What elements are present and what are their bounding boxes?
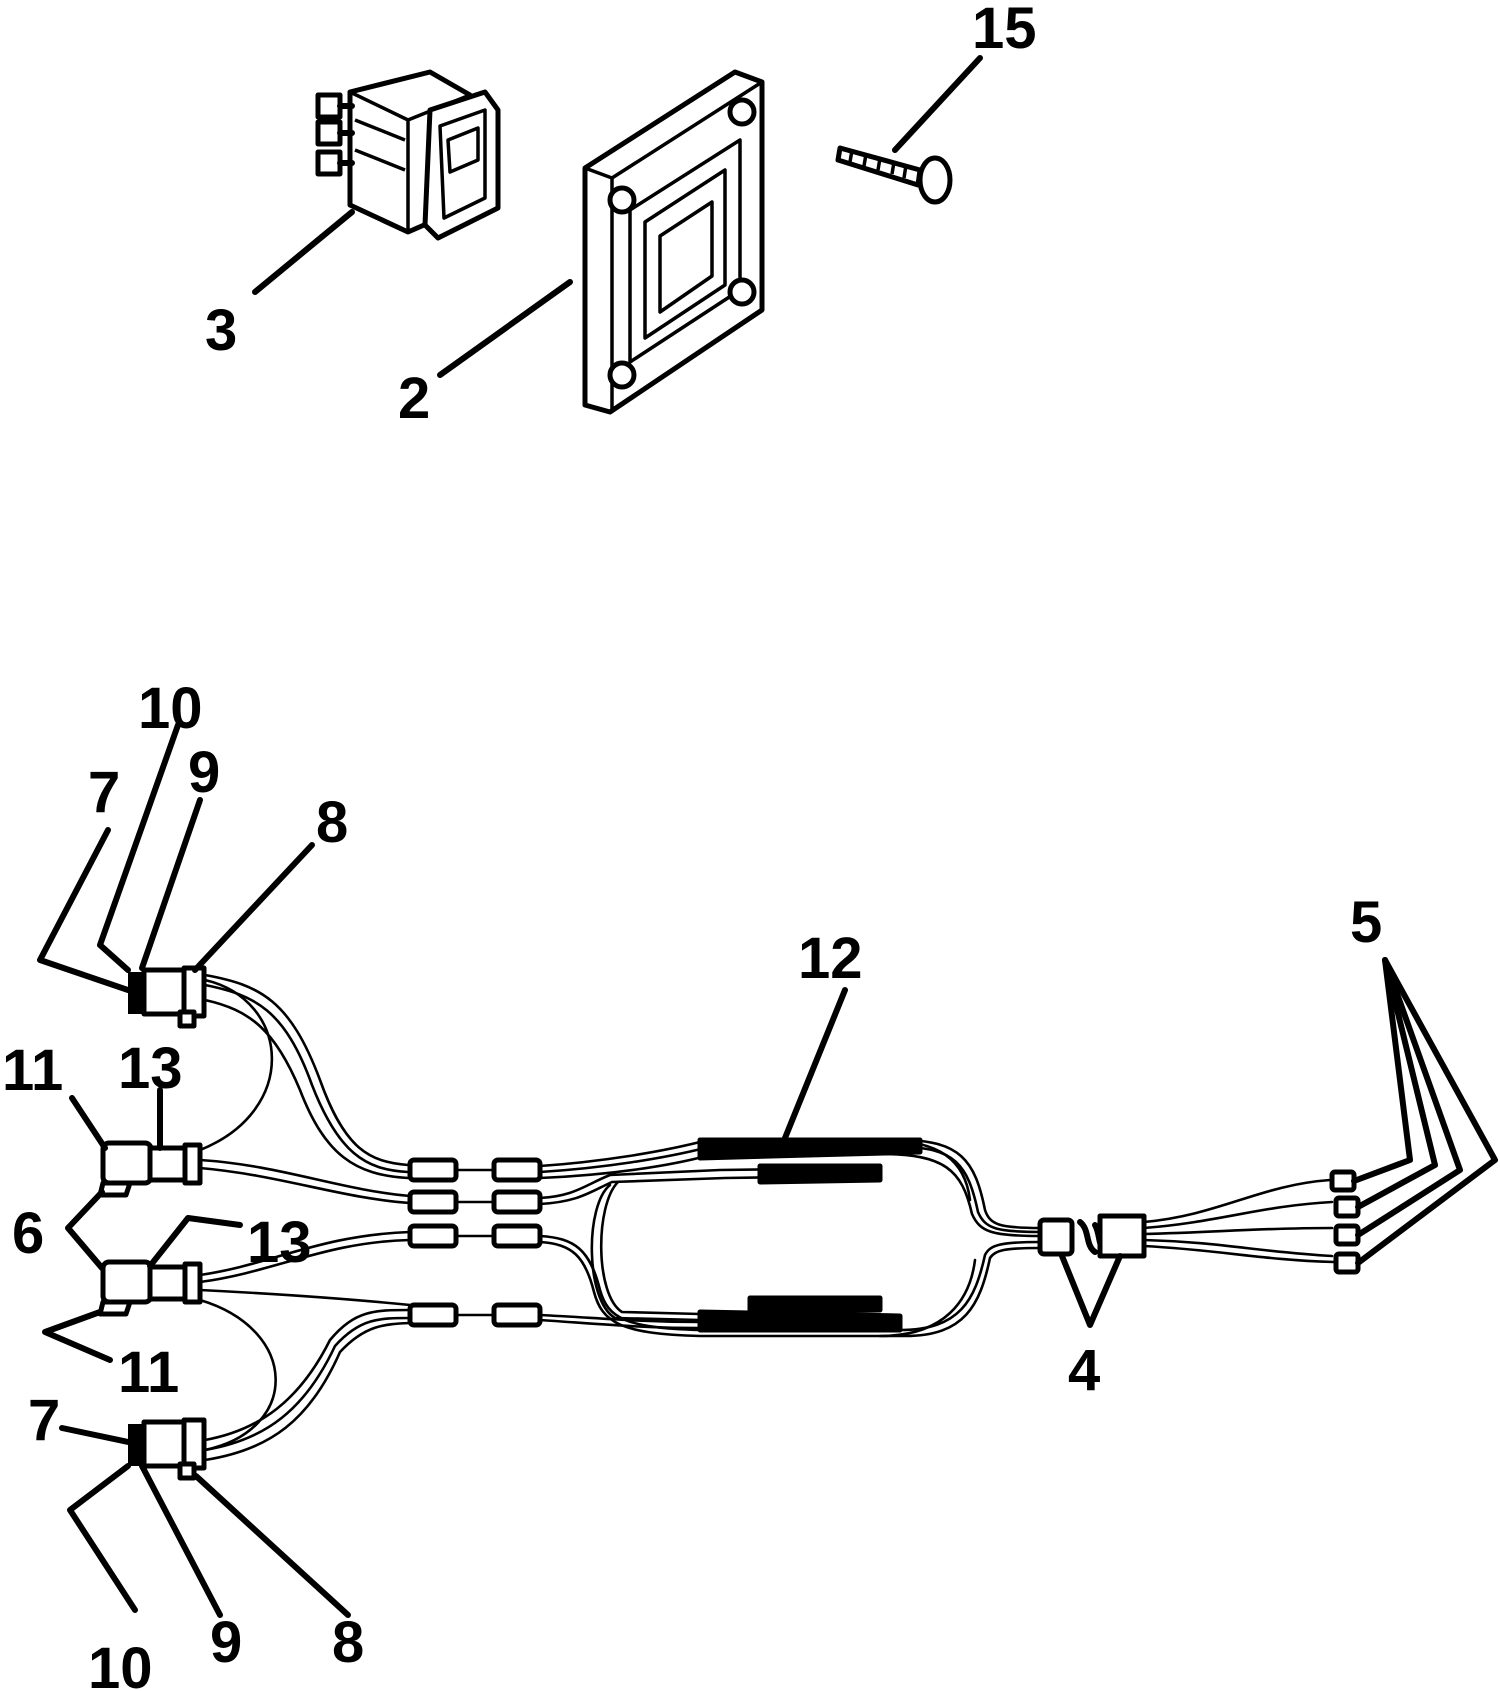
callout-5: 5: [1350, 890, 1382, 955]
callout-8-top: 8: [316, 790, 348, 855]
callout-13-top: 13: [118, 1036, 183, 1101]
callout-10-top: 10: [138, 676, 203, 741]
terminal-icon: [315, 92, 343, 120]
screw-hole-icon: [607, 185, 637, 215]
callout-11-top: 11: [2, 1038, 63, 1103]
callout-3: 3: [205, 298, 237, 363]
screw-part: [835, 145, 953, 205]
center-connector: [1037, 1213, 1147, 1259]
screw-hole-icon: [607, 360, 637, 390]
rocker-switch-part: [315, 69, 501, 241]
callout-13-mid: 13: [247, 1210, 312, 1275]
mounting-plate-part: [582, 69, 765, 415]
callout-labels: 15 3 2 10 7 9 8 12 5 11 13 6 13 11 4 7 9…: [2, 0, 1382, 1691]
callout-2: 2: [398, 366, 430, 431]
top-connector: [128, 965, 207, 1029]
terminal-icon: [315, 149, 343, 177]
upper-plug-connector: [97, 1140, 203, 1198]
screw-hole-icon: [727, 277, 757, 307]
callout-9-bottom: 9: [210, 1610, 242, 1675]
callout-11-bottom: 11: [118, 1340, 179, 1405]
callout-6: 6: [12, 1201, 44, 1266]
screw-hole-icon: [727, 97, 757, 127]
callout-9-top: 9: [188, 740, 220, 805]
wiring-harness-part: [97, 965, 1361, 1481]
callout-10-bottom: 10: [88, 1636, 153, 1691]
callout-7-top: 7: [88, 760, 120, 825]
bottom-connector: [128, 1417, 207, 1481]
lower-plug-connector: [97, 1259, 203, 1317]
callout-4: 4: [1068, 1338, 1100, 1403]
callout-7-bottom: 7: [28, 1388, 60, 1453]
callout-8-bottom: 8: [332, 1610, 364, 1675]
leader-lines: [37, 55, 1498, 1618]
callout-12: 12: [798, 926, 863, 991]
terminal-icon: [315, 119, 343, 147]
callout-15: 15: [972, 0, 1037, 61]
